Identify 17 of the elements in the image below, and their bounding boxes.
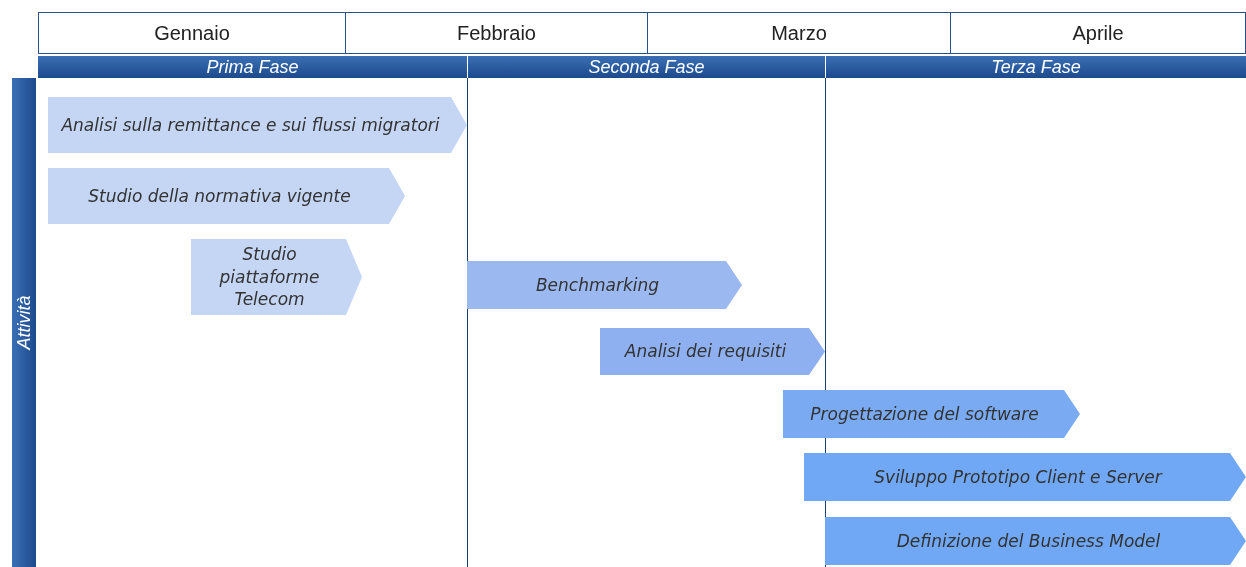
band-title: Attività (13, 295, 35, 350)
gantt-task-bar: Analisi sulla remittance e sui flussi migratori (48, 97, 467, 153)
gantt-task-bar: Studio piattaforme Telecom (191, 239, 362, 315)
month-header: Aprile (950, 12, 1246, 54)
gantt-task-bar: Definizione del Business Model (825, 517, 1246, 565)
gantt-task-bar: Studio della normativa vigente (48, 168, 405, 224)
phase-band: Seconda Fase (468, 56, 825, 78)
month-header: Gennaio (38, 12, 346, 54)
gantt-task-bar: Analisi dei requisiti (600, 328, 825, 375)
month-header: Febbraio (345, 12, 648, 54)
month-header: Marzo (647, 12, 951, 54)
phase-band: Terza Fase (826, 56, 1246, 78)
gantt-task-bar: Sviluppo Prototipo Client e Server (804, 453, 1246, 501)
gantt-task-bar: Progettazione del software (783, 390, 1080, 438)
activity-band (12, 78, 36, 567)
gantt-task-bar: Benchmarking (467, 261, 742, 309)
phase-band: Prima Fase (38, 56, 467, 78)
